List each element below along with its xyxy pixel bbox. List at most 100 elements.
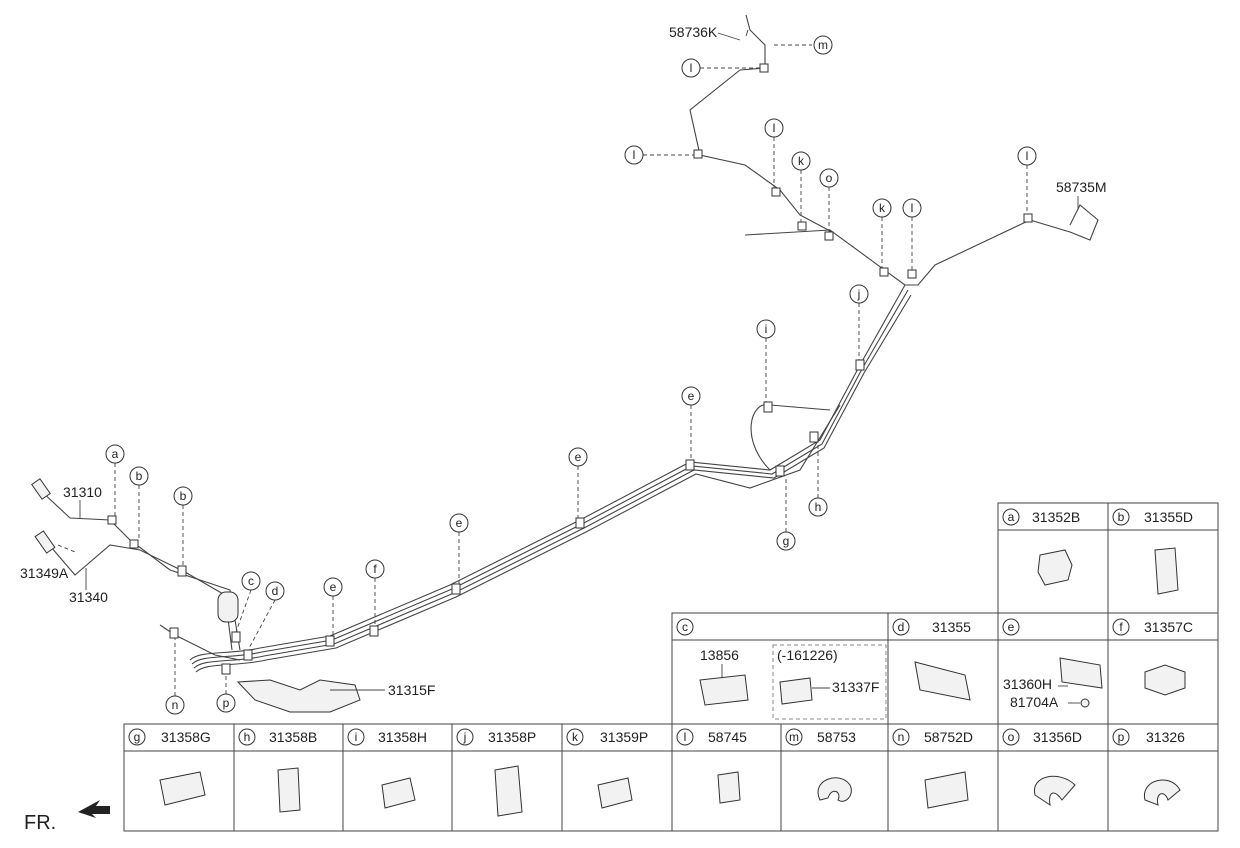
svg-text:h: h	[815, 500, 822, 514]
callout-j: j	[849, 284, 869, 304]
svg-text:m: m	[789, 730, 799, 744]
legend-c-dashed-box	[772, 644, 887, 720]
legend-part-p: 31326	[1146, 729, 1185, 745]
callout-p: p	[216, 693, 236, 713]
callout-n: n	[165, 695, 185, 715]
legend-note-161226: (-161226)	[777, 647, 838, 663]
legend-part-a: 31352B	[1032, 509, 1080, 525]
callout-l-4: l	[902, 198, 922, 218]
legend-sub-13856: 13856	[700, 647, 739, 663]
legend-cell-i: i 31358H	[347, 728, 427, 809]
svg-text:k: k	[572, 730, 579, 744]
svg-text:m: m	[818, 38, 828, 52]
svg-text:h: h	[244, 730, 251, 744]
legend-grid	[123, 502, 1219, 832]
legend-part-l: 58745	[708, 729, 747, 745]
part-label-31340: 31340	[69, 589, 108, 605]
legend-cell-b: b 31355D	[1112, 508, 1193, 595]
part-label-58736k: 58736K	[669, 24, 718, 40]
legend-part-j: 31358P	[488, 729, 536, 745]
legend-cell-c: c 13856 (-161226) 31337F	[676, 618, 879, 706]
svg-text:o: o	[1008, 730, 1015, 744]
svg-text:a: a	[1008, 510, 1015, 524]
legend-part-d: 31355	[932, 619, 971, 635]
legend-sub-31337f: 31337F	[832, 679, 879, 695]
main-pipe-bundle	[31, 14, 1099, 673]
svg-text:b: b	[136, 469, 143, 483]
svg-text:g: g	[783, 534, 790, 548]
svg-text:j: j	[857, 287, 861, 301]
front-direction-label: FR.	[24, 812, 57, 834]
callout-g: g	[776, 531, 796, 551]
callout-k-1: k	[791, 151, 811, 171]
svg-text:d: d	[272, 584, 279, 598]
legend-cell-g: g 31358G	[128, 728, 211, 806]
callout-l-5: l	[1017, 146, 1037, 166]
svg-text:l: l	[911, 201, 914, 215]
svg-text:e: e	[575, 450, 582, 464]
legend-part-i: 31358H	[378, 729, 427, 745]
svg-text:f: f	[1119, 620, 1123, 634]
legend-part-b: 31355D	[1144, 509, 1193, 525]
callout-d: d	[265, 581, 285, 601]
svg-text:e: e	[456, 516, 463, 530]
legend-cell-j: j 31358P	[456, 728, 536, 817]
protector-31315f-shape	[236, 679, 361, 713]
legend-cell-e: e 31360H 81704A	[1002, 618, 1103, 710]
legend-part-h: 31358B	[269, 729, 317, 745]
legend-cell-p: p 31326	[1112, 728, 1185, 806]
svg-text:k: k	[879, 201, 886, 215]
callout-o: o	[819, 168, 839, 188]
svg-text:e: e	[688, 389, 695, 403]
svg-text:b: b	[1118, 510, 1125, 524]
callout-c: c	[241, 571, 261, 591]
callout-h: h	[808, 497, 828, 517]
callout-e-1: e	[681, 386, 701, 406]
callout-f: f	[365, 559, 385, 579]
svg-text:c: c	[682, 620, 688, 634]
callout-m: m	[813, 35, 833, 55]
svg-text:l: l	[1026, 149, 1029, 163]
svg-text:b: b	[180, 489, 187, 503]
legend-cell-k: k 31359P	[566, 728, 648, 809]
legend-part-m: 58753	[817, 729, 856, 745]
svg-text:a: a	[112, 447, 119, 461]
svg-text:g: g	[134, 730, 141, 744]
callout-l-1: l	[681, 58, 701, 78]
legend-cell-h: h 31358B	[238, 728, 317, 813]
legend-part-g: 31358G	[161, 729, 211, 745]
callout-l-2: l	[624, 145, 644, 165]
svg-text:e: e	[330, 580, 337, 594]
legend-cell-l: l 58745	[676, 728, 747, 804]
legend-cell-o: o 31356D	[1002, 728, 1082, 807]
part-label-58735m: 58735M	[1056, 179, 1107, 195]
part-label-31315f: 31315F	[388, 682, 435, 698]
svg-text:d: d	[898, 620, 905, 634]
callout-k-2: k	[872, 198, 892, 218]
legend-sub-81704a: 81704A	[1010, 694, 1059, 710]
svg-text:n: n	[172, 698, 179, 712]
callout-b-1: b	[129, 466, 149, 486]
svg-text:e: e	[1008, 620, 1015, 634]
svg-text:i: i	[765, 322, 768, 336]
svg-text:i: i	[355, 730, 358, 744]
legend-cell-a: a 31352B	[1002, 508, 1080, 586]
callout-b-2: b	[173, 486, 193, 506]
part-label-31349a: 31349A	[20, 565, 69, 581]
legend-cell-f: f 31357C	[1112, 618, 1193, 696]
legend-part-k: 31359P	[600, 729, 648, 745]
svg-text:o: o	[826, 171, 833, 185]
legend-cell-n: n 58752D	[892, 728, 973, 809]
legend-part-n: 58752D	[924, 729, 973, 745]
svg-text:c: c	[248, 574, 254, 588]
legend-cell-m: m 58753	[785, 728, 856, 802]
svg-text:l: l	[773, 121, 776, 135]
callout-e-3: e	[449, 513, 469, 533]
svg-text:p: p	[223, 696, 230, 710]
svg-text:p: p	[1118, 730, 1125, 744]
callout-a: a	[105, 444, 125, 464]
legend-part-f: 31357C	[1144, 619, 1193, 635]
svg-text:f: f	[373, 562, 377, 576]
svg-text:l: l	[684, 730, 687, 744]
front-arrow-icon	[78, 800, 110, 818]
